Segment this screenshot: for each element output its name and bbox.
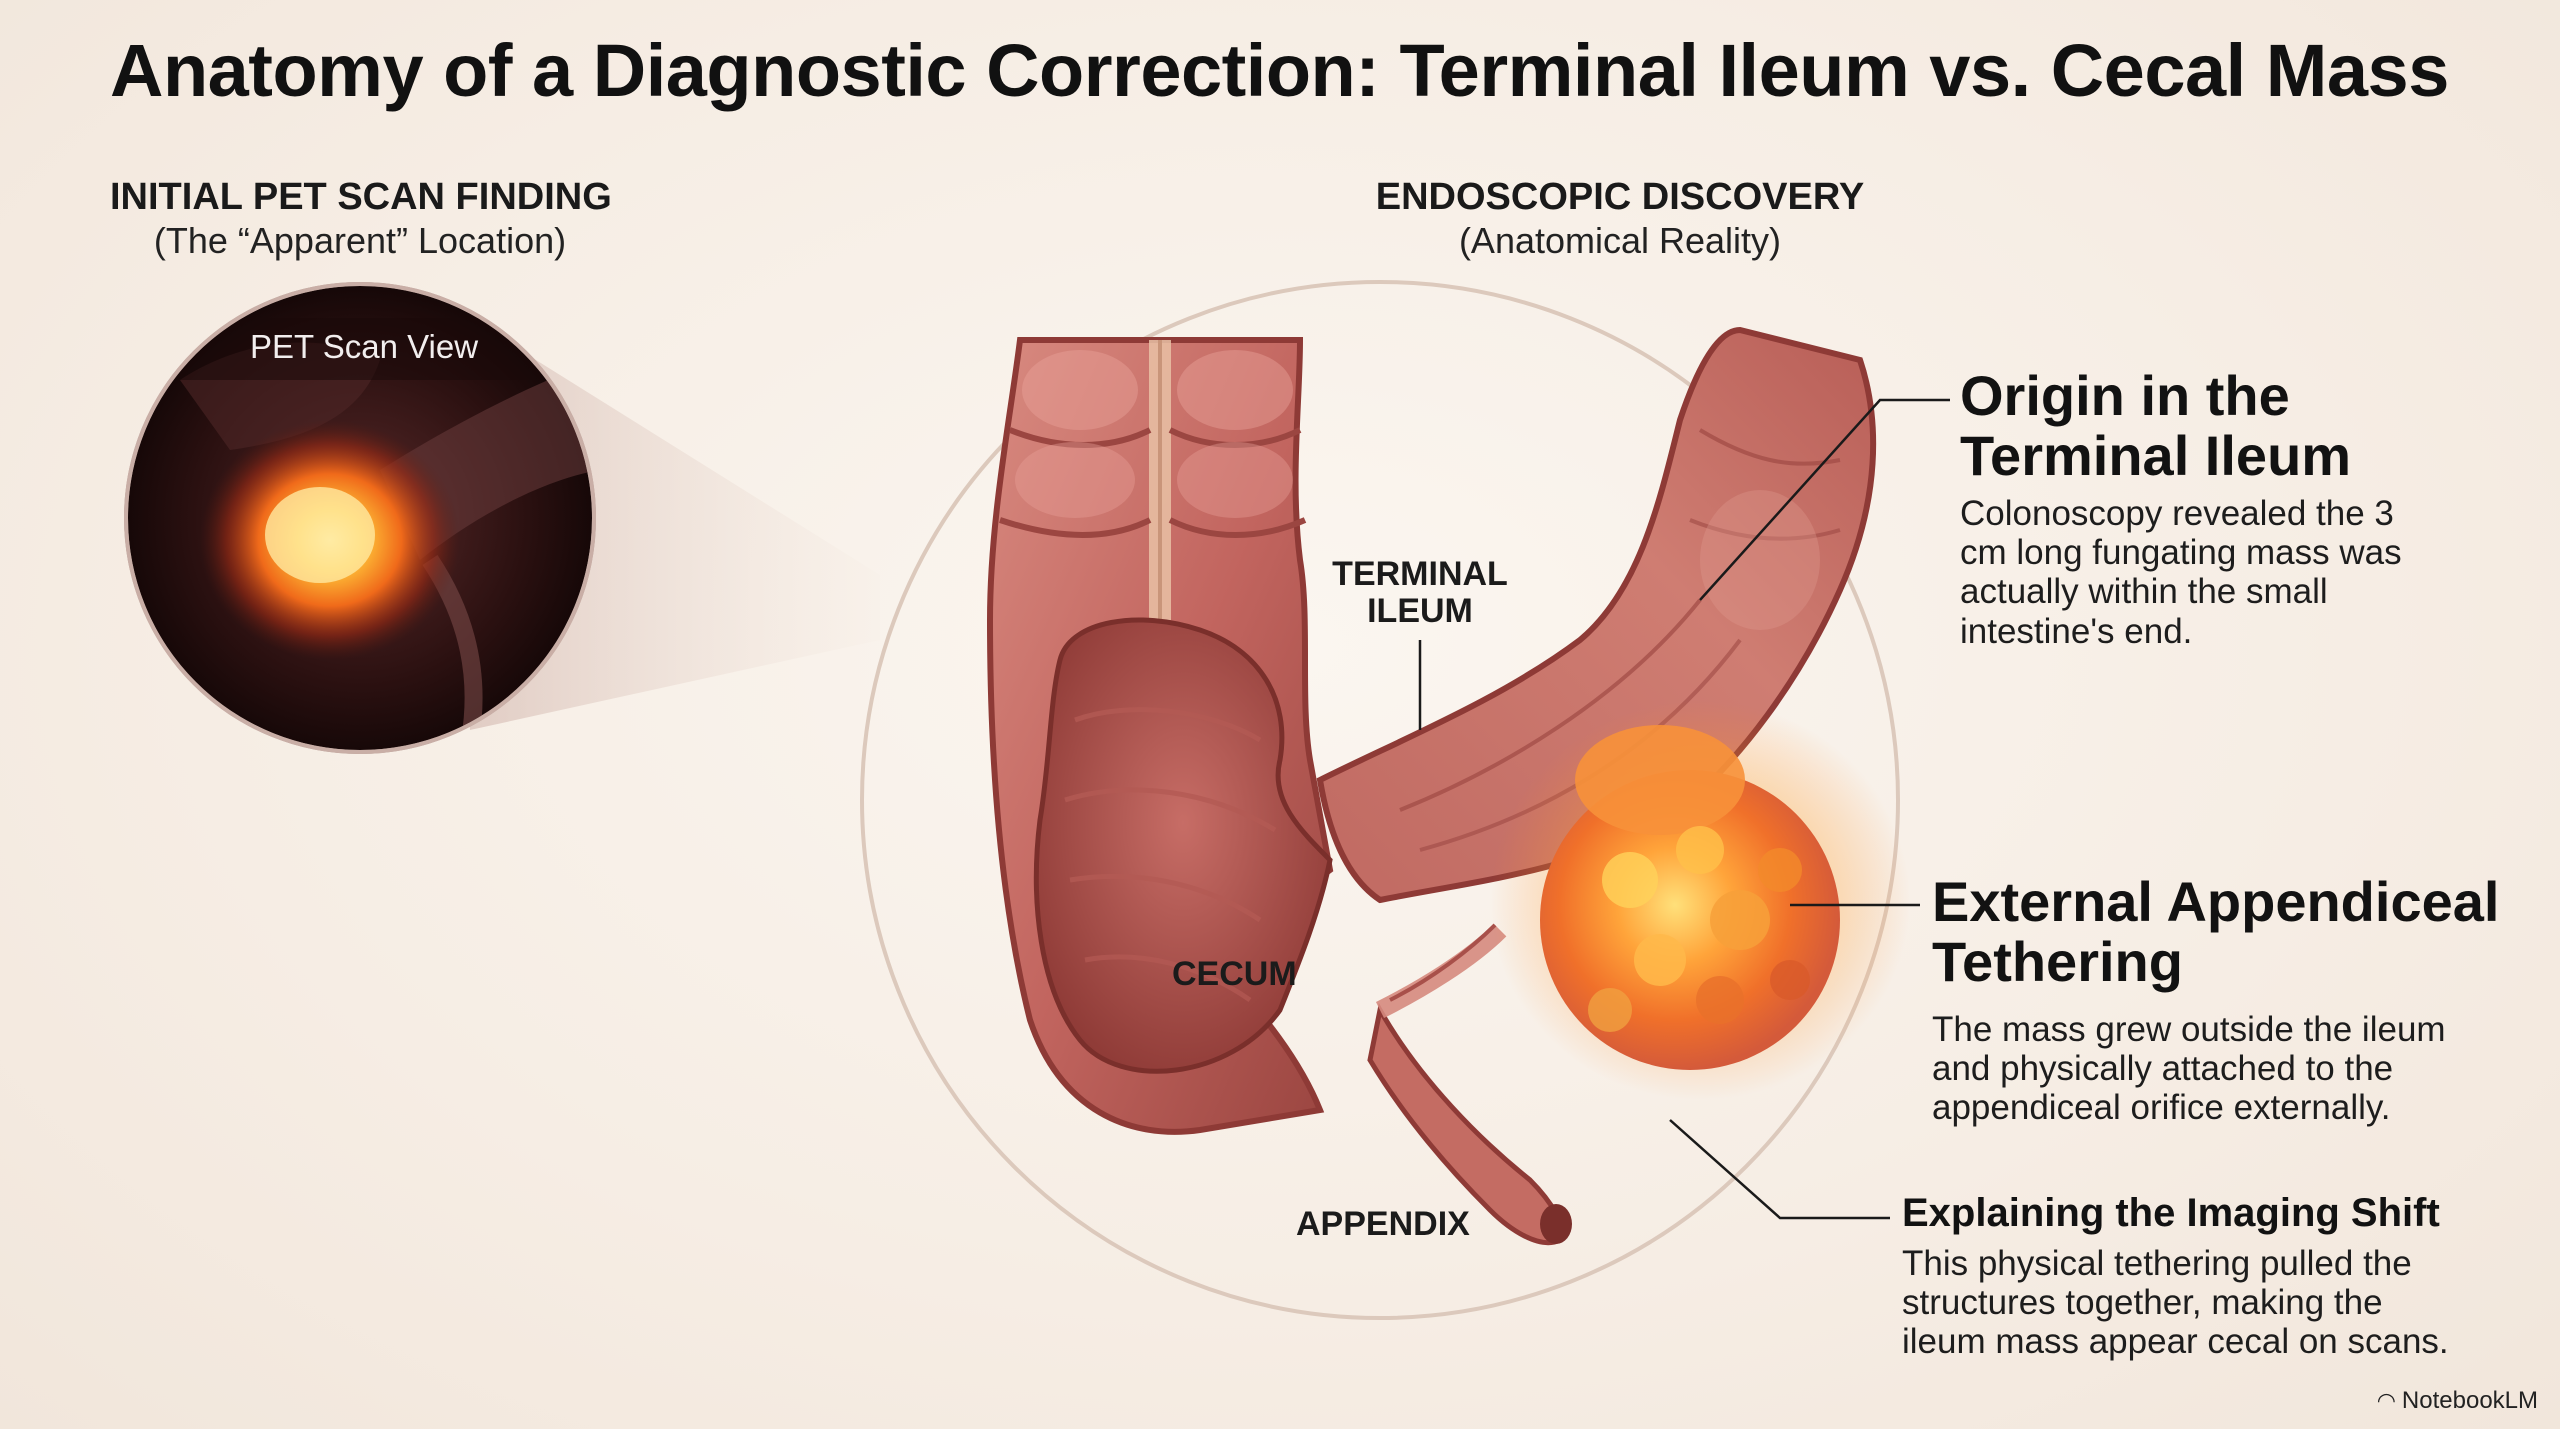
origin-callout-body: Colonoscopy revealed the 3 cm long funga… xyxy=(1960,494,2402,651)
pet-finding-subheading: (The “Apparent” Location) xyxy=(153,220,567,261)
terminal-ileum-label: TERMINAL ILEUM xyxy=(1330,555,1510,631)
origin-callout-title-line1: Origin in the xyxy=(1960,364,2290,427)
page-title: Anatomy of a Diagnostic Correction: Term… xyxy=(110,29,2449,112)
tethering-callout-title: External Appendiceal Tethering xyxy=(1932,870,2500,994)
terminal-ileum-label-line1: TERMINAL xyxy=(1332,555,1508,593)
notebooklm-watermark: ◠ NotebookLM xyxy=(2377,1387,2538,1415)
tumor-mass xyxy=(1490,700,1910,1100)
origin-callout-title: Origin in the Terminal Ileum xyxy=(1960,364,2352,488)
cecum-label: CECUM xyxy=(1172,955,1297,993)
pet-scan-inset xyxy=(124,282,596,754)
pet-scan-caption: PET Scan View xyxy=(250,328,479,365)
watermark-text: NotebookLM xyxy=(2401,1387,2538,1414)
tethering-callout-title-line1: External Appendiceal xyxy=(1932,870,2500,933)
imaging-shift-callout-title: Explaining the Imaging Shift xyxy=(1902,1191,2440,1235)
cecum-lumen xyxy=(1033,617,1333,1074)
terminal-ileum-label-line2: ILEUM xyxy=(1367,592,1473,631)
appendix-label: APPENDIX xyxy=(1296,1205,1470,1243)
pet-finding-heading: INITIAL PET SCAN FINDING xyxy=(110,176,612,218)
endoscopic-heading: ENDOSCOPIC DISCOVERY xyxy=(1375,176,1865,218)
illustration-frame-circle xyxy=(860,280,1900,1320)
tethering-callout-body: The mass grew outside the ileum and phys… xyxy=(1932,1010,2446,1128)
leader-lines xyxy=(1418,398,1950,1220)
endoscopic-subheading: (Anatomical Reality) xyxy=(1458,220,1782,261)
notebooklm-logo-icon: ◠ xyxy=(2376,1388,2396,1413)
imaging-shift-callout-body: This physical tethering pulled the struc… xyxy=(1902,1244,2449,1362)
tethering-callout-title-line2: Tethering xyxy=(1932,930,2183,994)
origin-callout-title-line2: Terminal Ileum xyxy=(1960,424,2352,488)
appendix xyxy=(1367,923,1572,1246)
